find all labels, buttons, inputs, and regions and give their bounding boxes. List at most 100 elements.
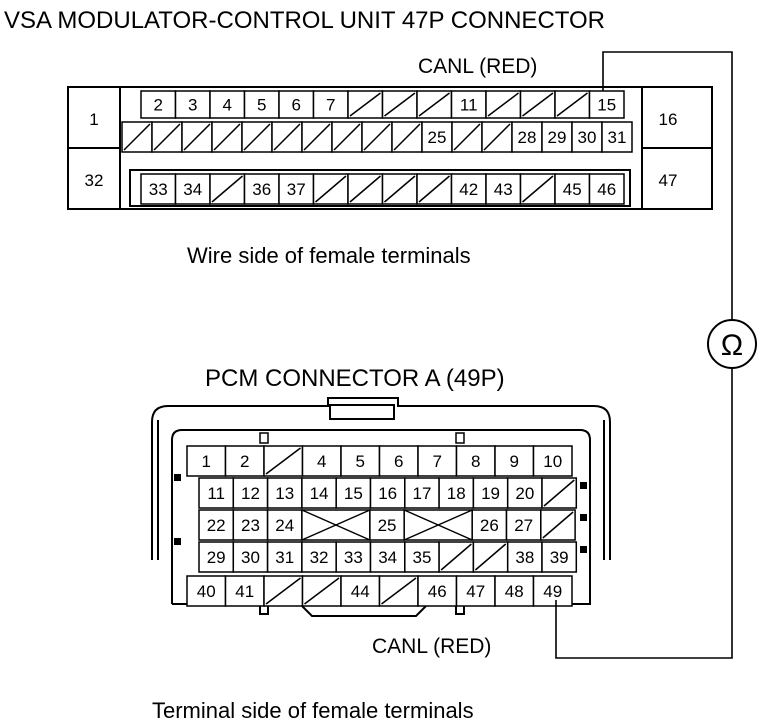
pin-cell: 25	[421, 121, 453, 153]
pin-number: 47	[466, 582, 485, 601]
pin-cell: 9	[494, 445, 535, 477]
pin-number: 23	[241, 516, 260, 535]
vsa-pin-end: 32	[85, 171, 104, 190]
pin-cell: 37	[278, 173, 315, 205]
pin-number: 46	[428, 582, 447, 601]
pin-cell: 48	[494, 575, 535, 607]
pin-number: 25	[378, 516, 397, 535]
pin-number: 40	[197, 582, 216, 601]
pin-cell: 45	[554, 173, 591, 205]
pcm-side-marker	[580, 514, 587, 521]
pin-number: 46	[597, 180, 616, 199]
pin-cell: 30	[232, 541, 269, 573]
pin-cell: 35	[404, 541, 440, 573]
pcm-side-marker	[580, 546, 587, 553]
pin-number: 38	[515, 548, 534, 567]
pin-number: 32	[310, 548, 329, 567]
pin-number: 6	[292, 96, 301, 115]
pin-cell: 23	[232, 509, 269, 541]
pin-cell: 7	[312, 90, 349, 119]
pin-cell: 11	[450, 90, 487, 119]
pin-cell: 29	[541, 121, 573, 153]
pin-number: 7	[433, 452, 442, 471]
pin-cell: 18	[438, 477, 475, 509]
pin-number: 3	[188, 96, 197, 115]
pin-cell: 25	[369, 509, 405, 541]
ohm-symbol: Ω	[721, 329, 743, 362]
pin-cell: 42	[450, 173, 487, 205]
pcm-side-marker	[174, 538, 181, 545]
blank-cavity	[271, 121, 303, 153]
pin-cell: 14	[301, 477, 337, 509]
pcm-housing-outer	[151, 397, 611, 560]
pin-cell: 15	[588, 90, 625, 119]
blank-cavity	[416, 90, 453, 119]
vsa-pin-end: 47	[659, 171, 678, 190]
pin-number: 29	[548, 128, 567, 147]
pin-number: 36	[252, 180, 271, 199]
pin-number: 11	[207, 484, 225, 503]
pin-number: 2	[240, 452, 249, 471]
pin-number: 42	[459, 180, 478, 199]
pin-cell: 33	[140, 173, 177, 205]
pin-number: 10	[543, 452, 562, 471]
pin-cell: 31	[266, 541, 303, 573]
pcm-side-marker	[174, 474, 181, 481]
pin-cell: 12	[232, 477, 269, 509]
blank-cavity	[121, 121, 153, 153]
pin-number: 30	[578, 128, 597, 147]
blank-cavity	[209, 173, 246, 205]
vsa-pin-end: 16	[659, 110, 678, 129]
pin-number: 44	[351, 582, 370, 601]
pin-cell: 24	[266, 509, 303, 541]
blank-cavity	[381, 173, 418, 205]
pcm-side-marker	[580, 482, 587, 489]
blank-cavity	[241, 121, 273, 153]
pin-cell: 34	[369, 541, 406, 573]
pin-number: 1	[202, 452, 211, 471]
pin-number: 14	[310, 484, 329, 503]
pin-number: 37	[287, 180, 306, 199]
pin-number: 5	[257, 96, 266, 115]
blank-cavity	[485, 90, 522, 119]
pin-cell: 11	[198, 477, 235, 509]
vsa-canl-label: CANL (RED)	[418, 55, 537, 78]
pin-cell: 26	[471, 509, 508, 541]
pin-number: 6	[394, 452, 403, 471]
pin-cell: 19	[472, 477, 509, 509]
pin-number: 34	[183, 180, 202, 199]
pin-cell: 2	[140, 90, 177, 119]
pin-cell: 46	[588, 173, 625, 205]
blank-cavity	[347, 90, 384, 119]
pin-number: 45	[563, 180, 582, 199]
pin-number: 7	[326, 96, 335, 115]
pin-cell: 40	[186, 575, 227, 607]
pin-cell: 8	[455, 445, 496, 477]
blank-cavity	[554, 90, 591, 119]
pin-cell: 6	[278, 90, 315, 119]
pin-number: 41	[235, 582, 254, 601]
pin-cell: 27	[505, 509, 542, 541]
pin-cell: 33	[335, 541, 372, 573]
pin-cell: 5	[340, 445, 381, 477]
pin-number: 22	[207, 516, 226, 535]
pin-number: 12	[241, 484, 260, 503]
plug-cavity	[301, 509, 371, 541]
pin-number: 18	[447, 484, 466, 503]
blank-cavity	[381, 90, 418, 119]
pin-number: 16	[378, 484, 397, 503]
pin-cell: 10	[532, 445, 573, 477]
blank-cavity	[151, 121, 183, 153]
pin-number: 48	[505, 582, 524, 601]
pin-cell: 2	[224, 445, 265, 477]
blank-cavity	[361, 121, 393, 153]
blank-cavity	[263, 445, 304, 477]
pin-cell: 28	[511, 121, 543, 153]
pin-number: 29	[207, 548, 226, 567]
pin-number: 20	[515, 484, 534, 503]
pin-cell: 30	[571, 121, 603, 153]
pin-cell: 41	[224, 575, 265, 607]
pin-number: 43	[494, 180, 513, 199]
